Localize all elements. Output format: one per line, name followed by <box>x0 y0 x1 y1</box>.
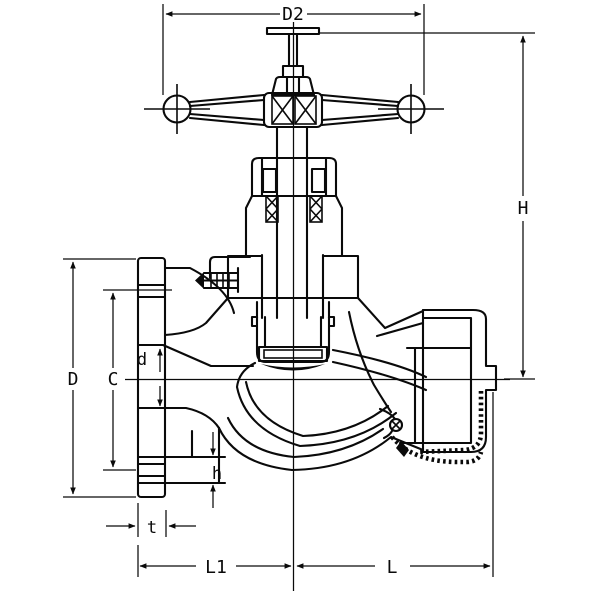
dim-hub-step: h <box>210 432 222 508</box>
dim-d2: D2 <box>162 4 425 95</box>
gland-packing <box>250 156 338 223</box>
dim-label-hub-step: h <box>212 464 222 484</box>
dim-label-d2: D2 <box>282 4 304 25</box>
gland-follower-right <box>310 167 327 194</box>
gland-follower-left <box>261 167 278 194</box>
inlet-flange <box>136 256 167 499</box>
socket-inner <box>398 316 473 445</box>
left-shoulder <box>163 296 230 337</box>
dim-label-bore: d <box>137 350 147 370</box>
body-bottom-outer <box>217 426 425 472</box>
partition-s-curve <box>347 310 393 414</box>
dim-label-l1: L1 <box>205 557 227 578</box>
outlet-passage <box>331 348 428 392</box>
locking-screw <box>195 255 252 294</box>
wheel-rim-left <box>188 93 266 127</box>
drain-tail <box>396 441 409 457</box>
bracket <box>208 255 252 280</box>
dim-label-bolt-circle: C <box>108 369 119 390</box>
screw-tip <box>195 272 204 289</box>
bore-bottom <box>136 406 221 430</box>
valve-stem <box>275 125 309 320</box>
dim-flange-thickness: t <box>106 503 196 538</box>
hub-step-lines <box>136 455 227 485</box>
neck-left-outer <box>163 266 236 315</box>
body-bottom-inner <box>226 416 385 459</box>
seat-lens <box>261 364 325 371</box>
bore-top <box>136 343 255 368</box>
socket-inner-step <box>405 346 473 445</box>
wheel-rim-right <box>320 93 400 127</box>
dim-label-h-total: H <box>518 198 529 219</box>
hub-hatch <box>271 95 317 125</box>
flange-bolt-holes <box>136 283 167 478</box>
thread-hatch-inner <box>418 391 484 455</box>
valve-body <box>136 266 428 485</box>
dim-bolt-circle: C <box>103 289 172 471</box>
dim-bore: d <box>137 348 163 407</box>
cone-inner-top <box>375 321 425 338</box>
dim-l1: L1 <box>137 392 494 578</box>
dim-l: L <box>296 557 491 578</box>
wheel-center-marks <box>144 84 444 134</box>
centerlines <box>125 22 510 591</box>
packing-hatch <box>265 195 323 223</box>
disc-plate <box>257 345 329 363</box>
dim-label-flange-thickness: t <box>147 518 157 538</box>
handwheel-hub <box>262 91 324 129</box>
stem-top-bar <box>265 26 321 36</box>
right-shoulder <box>356 296 425 330</box>
disc-hooks <box>250 315 336 328</box>
dim-label-l: L <box>387 557 398 578</box>
bridge-arc-outer <box>235 361 398 448</box>
disc-assembly <box>250 315 336 371</box>
dim-h-total: H <box>320 32 535 380</box>
bridge-arc-inner <box>244 380 390 438</box>
dim-flange-od: D <box>63 258 136 498</box>
handwheel <box>144 26 444 134</box>
outlet-socket <box>390 308 498 465</box>
drain-boss <box>378 407 409 457</box>
dim-label-flange-od: D <box>68 369 79 390</box>
